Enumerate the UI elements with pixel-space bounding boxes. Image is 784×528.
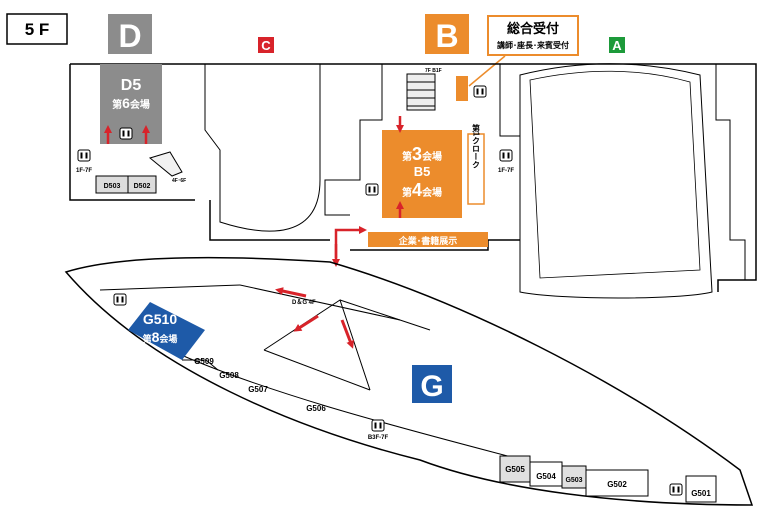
red-arrow [293, 314, 319, 332]
svg-text:D5: D5 [121, 77, 142, 94]
svg-text:第8会場: 第8会場 [143, 329, 178, 345]
room-g505: G505 [499, 455, 531, 483]
room-g501: G501 [685, 475, 717, 503]
elevator-icon [499, 149, 513, 162]
svg-text:G504: G504 [536, 472, 556, 481]
svg-text:第3会場: 第3会場 [402, 144, 442, 164]
reception-pointer [468, 55, 506, 87]
room-g509: G509 [194, 357, 214, 366]
building-c-badge: C [258, 37, 274, 53]
g-building [64, 256, 754, 506]
svg-text:G501: G501 [691, 489, 711, 498]
escalator-icon [406, 73, 436, 111]
building-b-badge: B [425, 14, 469, 54]
reception-desk [456, 76, 468, 101]
hall-b5: 第3会場 B5 第4会場 [382, 130, 462, 218]
restroom-icon [113, 293, 127, 306]
svg-text:D: D [118, 18, 141, 54]
svg-text:講師･座長･来賓受付: 講師･座長･来賓受付 [497, 40, 569, 50]
svg-text:C: C [261, 38, 271, 53]
red-arrow [275, 287, 307, 298]
exhibition-area: 企業･書籍展示 [368, 232, 488, 247]
stairs-label-d: 4F･6F [172, 178, 186, 184]
svg-text:G502: G502 [607, 480, 627, 489]
floor-badge: 5 F [6, 13, 68, 45]
stairs-label-b: 7F B1F [425, 68, 442, 74]
room-g504: G504 [529, 461, 563, 487]
svg-text:第4会場: 第4会場 [402, 180, 442, 200]
svg-text:A: A [612, 38, 622, 53]
reception-box: 総合受付 講師･座長･来賓受付 [487, 15, 579, 56]
hall-g510: G510 第8会場 [128, 302, 205, 360]
elevator-icon [371, 419, 385, 432]
svg-text:G: G [420, 370, 443, 403]
svg-text:総合受付: 総合受付 [507, 21, 559, 36]
building-d-badge: D [108, 14, 152, 54]
svg-text:D503: D503 [104, 183, 121, 190]
restroom-icon [473, 85, 487, 98]
room-g506: G506 [306, 404, 326, 413]
elevator-label-d: 1F-7F [76, 168, 92, 174]
svg-text:D502: D502 [134, 183, 151, 190]
svg-text:企業･書籍展示: 企業･書籍展示 [398, 235, 458, 246]
escalator-icon [148, 151, 183, 177]
room-g508: G508 [219, 371, 239, 380]
stairs-label-dg: D＆G 4F [292, 299, 316, 306]
elevator-icon [77, 149, 91, 162]
building-g-badge: G [412, 365, 452, 403]
room-g503: G503 [561, 465, 587, 489]
restroom-icon [119, 127, 133, 140]
elevator-label-a: 1F-7F [498, 168, 514, 174]
upper-building [69, 63, 757, 299]
svg-text:B: B [435, 18, 458, 54]
elevator-label-g: B3F-7F [368, 435, 389, 441]
room-d503: D503 [95, 175, 129, 194]
svg-text:G505: G505 [505, 465, 525, 474]
building-a-badge: A [609, 37, 625, 53]
red-arrow [334, 226, 367, 258]
room-g502: G502 [585, 469, 649, 497]
restroom-icon [669, 483, 683, 496]
svg-text:B5: B5 [414, 164, 431, 179]
svg-text:第6会場: 第6会場 [112, 95, 150, 111]
room-g507: G507 [248, 385, 268, 394]
floor-label: 5 F [25, 20, 50, 39]
red-arrow [340, 319, 354, 349]
svg-text:G503: G503 [565, 477, 582, 484]
cloak: 第1クローク [467, 123, 485, 205]
room-d502: D502 [127, 175, 157, 194]
svg-text:G510: G510 [143, 311, 177, 327]
restroom-icon [365, 183, 379, 196]
svg-text:第1クローク: 第1クローク [472, 123, 481, 168]
